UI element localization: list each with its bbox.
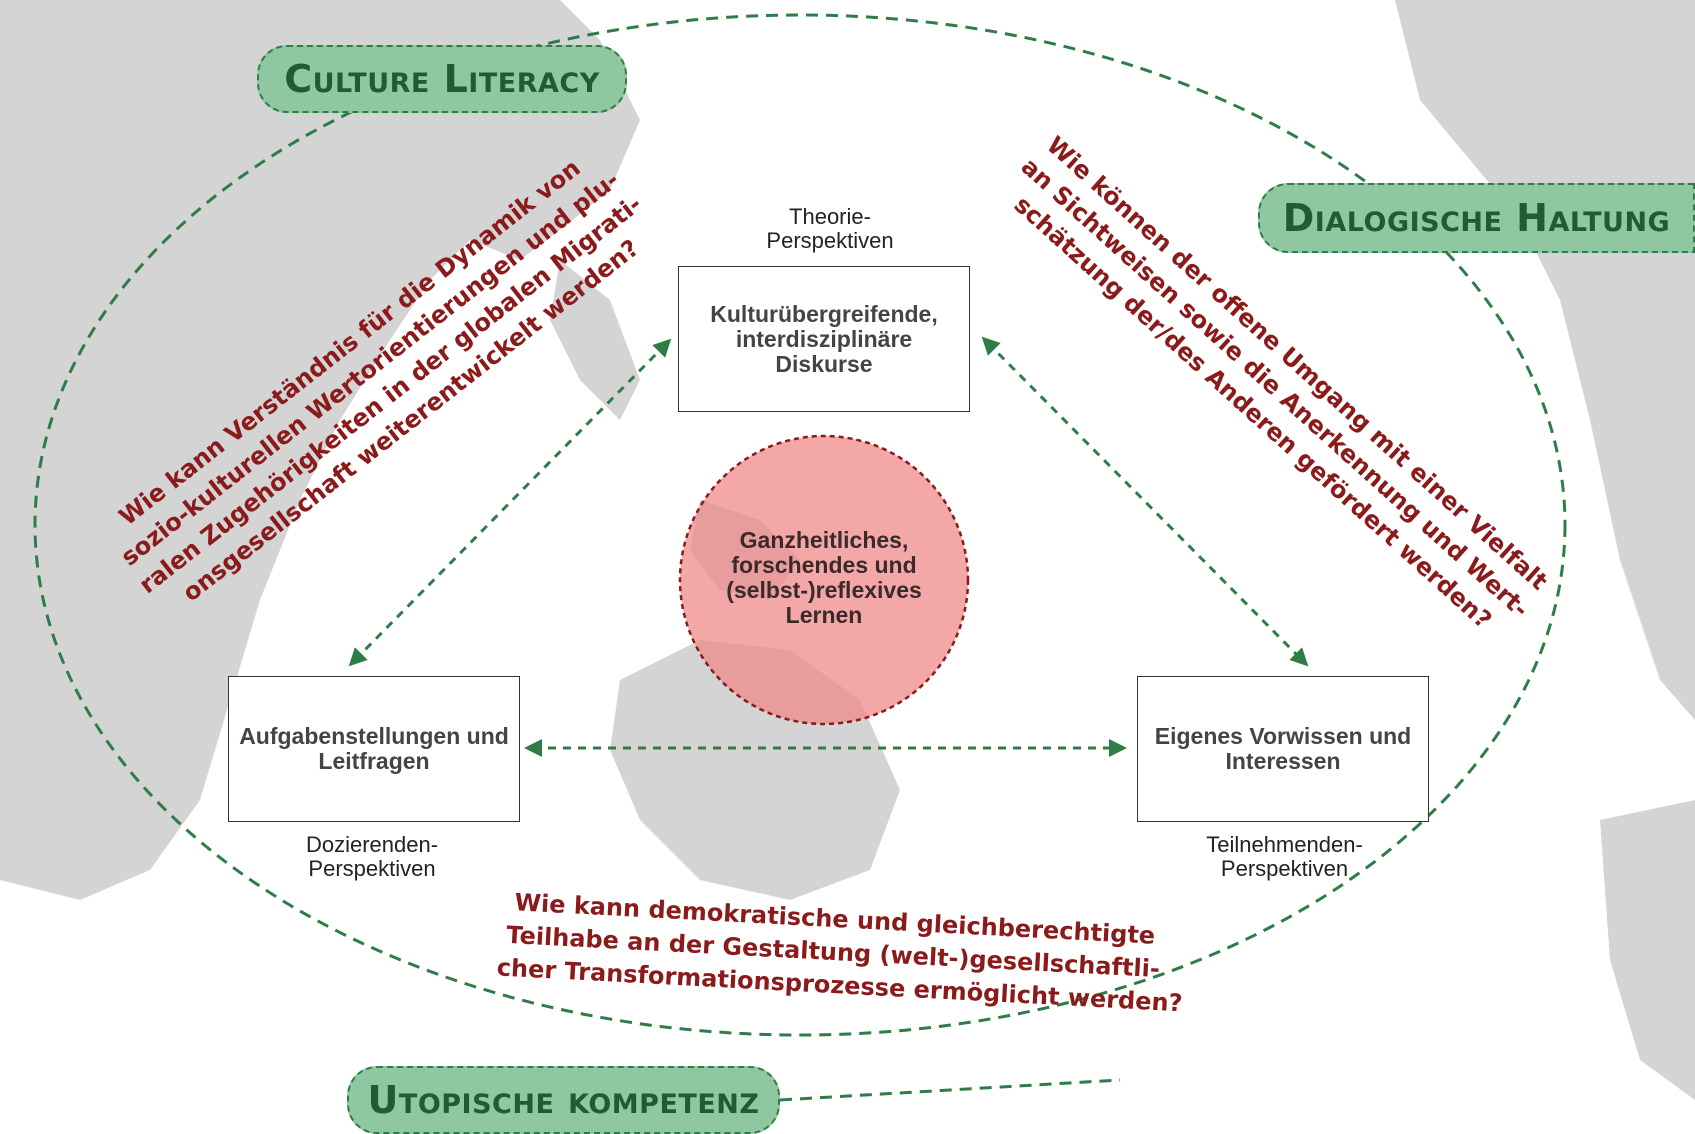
- outer-ellipse: [33, 13, 1567, 1037]
- badge-culture-literacy: Culture Literacy: [257, 45, 627, 113]
- center-learning-text: Ganzheitliches, forschendes und (selbst-…: [679, 528, 969, 628]
- box-aufgabenstellungen: Aufgabenstellungen und Leitfragen: [228, 676, 520, 822]
- center-line: forschendes und: [731, 552, 917, 578]
- perspective-line: Theorie-: [789, 204, 871, 229]
- perspective-line: Dozierenden-: [305, 832, 439, 857]
- connector-dash: [779, 1078, 1121, 1102]
- center-line: Ganzheitliches,: [739, 527, 909, 553]
- box-kulturuebergreifende-diskurse: Kulturübergreifende, interdisziplinäre D…: [678, 266, 970, 412]
- theorie-perspektiven-label: Theorie- Perspektiven: [720, 205, 940, 253]
- perspective-line: Perspektiven: [766, 228, 894, 253]
- perspective-line: Teilnehmenden-: [1206, 832, 1363, 857]
- badge-dialogische-haltung: Dialogische Haltung: [1258, 183, 1695, 253]
- teilnehmenden-perspektiven-label: Teilnehmenden- Perspektiven: [1172, 833, 1397, 881]
- map-landmass: [0, 0, 640, 900]
- map-landmass: [1395, 0, 1695, 720]
- center-circle: [678, 434, 970, 726]
- box-eigenes-vorwissen: Eigenes Vorwissen und Interessen: [1137, 676, 1429, 822]
- map-landmass: [1600, 800, 1695, 1100]
- perspective-line: Perspektiven: [1220, 856, 1349, 881]
- badge-utopische-kompetenz: Utopische kompetenz: [347, 1066, 780, 1134]
- center-line: (selbst-)reflexives: [726, 577, 922, 603]
- center-line: Lernen: [785, 602, 863, 628]
- dozierenden-perspektiven-label: Dozierenden- Perspektiven: [262, 833, 482, 881]
- perspective-line: Perspektiven: [308, 856, 436, 881]
